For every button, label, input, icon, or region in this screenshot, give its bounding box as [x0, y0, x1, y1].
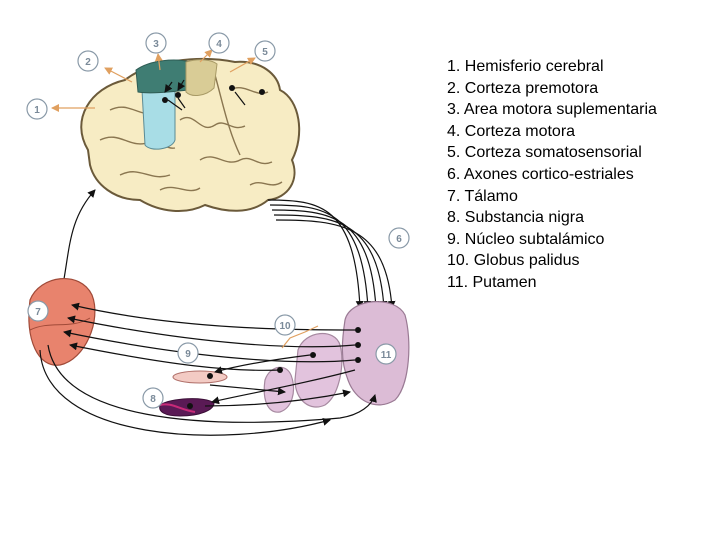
legend-item-10: 10. Globus palidus [447, 252, 580, 270]
callout-3: 3 [145, 32, 167, 54]
callout-5: 5 [254, 40, 276, 62]
legend-item-6: 6. Axones cortico-estriales [447, 165, 634, 183]
callout-4-label: 4 [216, 39, 222, 50]
supplementary-motor-area [135, 59, 191, 94]
cortical-axons-local [164, 79, 246, 111]
callout-10-label: 10 [279, 321, 291, 332]
callout-4: 4 [208, 32, 230, 54]
legend-item-4: 4. Corteza motora [447, 122, 576, 140]
cortico-striatal-axons [267, 199, 396, 309]
motor-cortex [185, 59, 218, 96]
callout-9-label: 9 [185, 349, 191, 360]
callout-3-label: 3 [153, 39, 159, 50]
cortical-output-arrows [51, 49, 256, 112]
callout-11-label: 11 [381, 350, 392, 361]
legend-item-7: 7. Tálamo [447, 187, 518, 205]
substantia-nigra [159, 398, 215, 417]
globus-pallidus-external [294, 332, 343, 408]
thalamo-cortical-axon [61, 189, 96, 291]
legend: 1. Hemisferio cerebral 2. Corteza premot… [447, 56, 657, 294]
premotor-cortex [141, 83, 176, 150]
basal-ganglia-circuit [39, 302, 377, 436]
callout-10: 10 [274, 314, 296, 336]
callout-6-label: 6 [396, 234, 402, 245]
callout-7: 7 [27, 300, 49, 322]
callout-8: 8 [142, 387, 164, 409]
callout-1-label: 1 [34, 105, 40, 116]
callout-5-label: 5 [262, 47, 268, 58]
cerebral-hemisphere [80, 58, 301, 212]
legend-item-11: 11. Putamen [447, 273, 537, 291]
callout-2: 2 [77, 50, 99, 72]
circuit-neurons [187, 327, 361, 409]
legend-item-3: 3. Area motora suplementaria [447, 101, 657, 119]
legend-item-5: 5. Corteza somatosensorial [447, 144, 642, 162]
legend-item-8: 8. Substancia nigra [447, 209, 584, 227]
callout-1: 1 [26, 98, 48, 120]
globus-pallidus-marker [281, 325, 319, 349]
callout-9: 9 [177, 342, 199, 364]
cortical-neurons [162, 85, 265, 103]
legend-item-2: 2. Corteza premotora [447, 79, 599, 97]
callout-11: 11 [375, 343, 397, 365]
callout-8-label: 8 [150, 394, 156, 405]
callout-6: 6 [388, 227, 410, 249]
callout-2-label: 2 [85, 57, 91, 68]
subthalamic-nucleus [172, 370, 228, 384]
callout-7-label: 7 [35, 307, 41, 318]
legend-item-9: 9. Núcleo subtalámico [447, 230, 605, 248]
legend-item-1: 1. Hemisferio cerebral [447, 58, 604, 75]
